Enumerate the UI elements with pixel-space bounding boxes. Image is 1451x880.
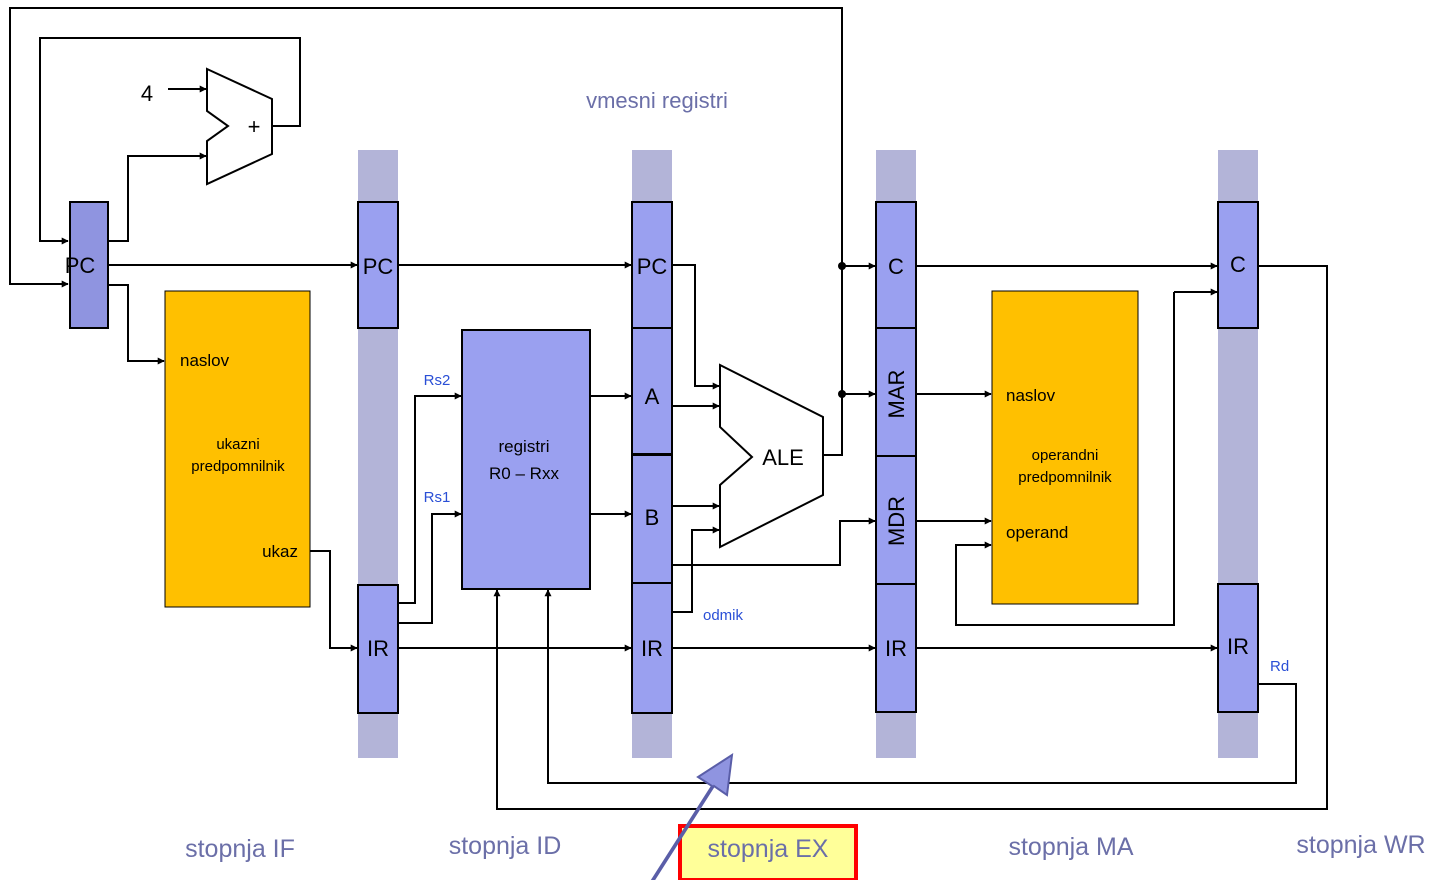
register-pc-ex: PC (631, 201, 673, 329)
register-c-wr: C (1217, 201, 1259, 329)
register-mdr-ma-label: MDR (884, 496, 909, 546)
register-pc-id-label: PC (363, 254, 394, 279)
data-cache-operand-label: operand (1006, 523, 1068, 542)
stage-if-label: stopnja IF (185, 835, 295, 863)
intermediate-registers-title: vmesni registri (586, 88, 728, 113)
stage-ex-highlight-box (678, 824, 858, 880)
pc-adder: + (206, 67, 273, 186)
wires (9, 7, 1328, 810)
adder-plus-label: + (248, 114, 261, 139)
register-pc-if: PC (65, 201, 109, 329)
register-mar-ma-label: MAR (884, 370, 909, 419)
register-ir-wr: IR (1217, 583, 1259, 713)
instruction-cache-output-label: ukaz (262, 542, 298, 561)
data-cache-name-line2: predpomnilnik (1018, 469, 1112, 486)
register-pc-ex-label: PC (637, 254, 668, 279)
register-c-ma-label: C (888, 254, 904, 279)
register-pc-if-label: PC (65, 253, 96, 278)
rs1-label: Rs1 (424, 489, 451, 506)
register-c-wr-label: C (1230, 252, 1246, 277)
register-ir-id: IR (357, 584, 399, 714)
instruction-cache-name-line1: ukazni (216, 436, 259, 453)
rs2-label: Rs2 (424, 372, 451, 389)
data-cache: naslov operandni predpomnilnik operand (991, 290, 1139, 605)
instruction-cache-name-line2: predpomnilnik (191, 458, 285, 475)
register-mar-ma: MAR (875, 327, 917, 457)
register-ir-ex: IR (631, 582, 673, 714)
stage-id-label: stopnja ID (449, 832, 562, 860)
register-ir-id-label: IR (367, 636, 389, 661)
register-file-line1: registri (498, 437, 549, 456)
register-file-line2: R0 – Rxx (489, 464, 559, 483)
stage-ma-label: stopnja MA (1008, 833, 1133, 861)
register-a-ex: A (631, 327, 673, 455)
instruction-cache-address-label: naslov (180, 351, 230, 370)
register-pc-id: PC (357, 201, 399, 329)
register-ir-ex-label: IR (641, 636, 663, 661)
data-cache-name-line1: operandni (1032, 447, 1099, 464)
register-ir-wr-label: IR (1227, 634, 1249, 659)
rd-label: Rd (1270, 658, 1289, 675)
register-ir-ma-label: IR (885, 636, 907, 661)
constant-four: 4 (141, 81, 153, 106)
stage-ex-label: stopnja EX (708, 835, 829, 863)
offset-label: odmik (703, 607, 744, 624)
register-mdr-ma: MDR (875, 455, 917, 585)
register-b-ex-label: B (645, 505, 660, 530)
register-b-ex: B (631, 454, 673, 584)
register-file: registri R0 – Rxx (461, 329, 591, 590)
stage-wr-label: stopnja WR (1296, 831, 1425, 859)
alu-label: ALE (762, 445, 804, 470)
register-ir-ma: IR (875, 583, 917, 713)
register-a-ex-label: A (645, 384, 660, 409)
alu: ALE (719, 363, 824, 549)
register-c-ma: C (875, 201, 917, 329)
data-cache-address-label: naslov (1006, 386, 1056, 405)
instruction-cache: naslov ukazni predpomnilnik ukaz (164, 290, 311, 608)
highlight-arrow (650, 752, 734, 880)
